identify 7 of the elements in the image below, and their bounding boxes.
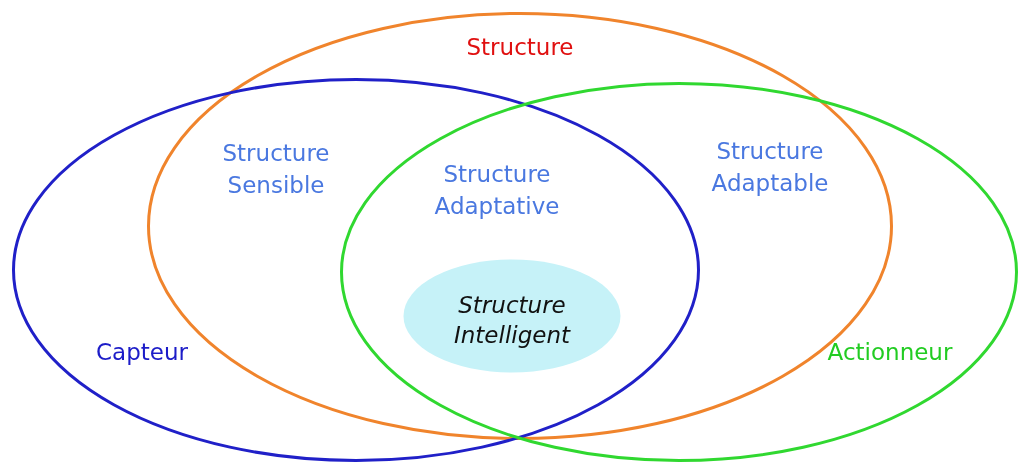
region-label: Structure Adaptable xyxy=(710,137,830,198)
region-label: Structure Adaptative xyxy=(433,160,561,221)
set-label: Structure xyxy=(465,33,575,62)
intersection-label: Structure Intelligent xyxy=(452,291,572,350)
region-label: Structure Sensible xyxy=(221,139,331,200)
set-label: Actionneur xyxy=(826,338,954,367)
set-label: Capteur xyxy=(95,338,189,367)
